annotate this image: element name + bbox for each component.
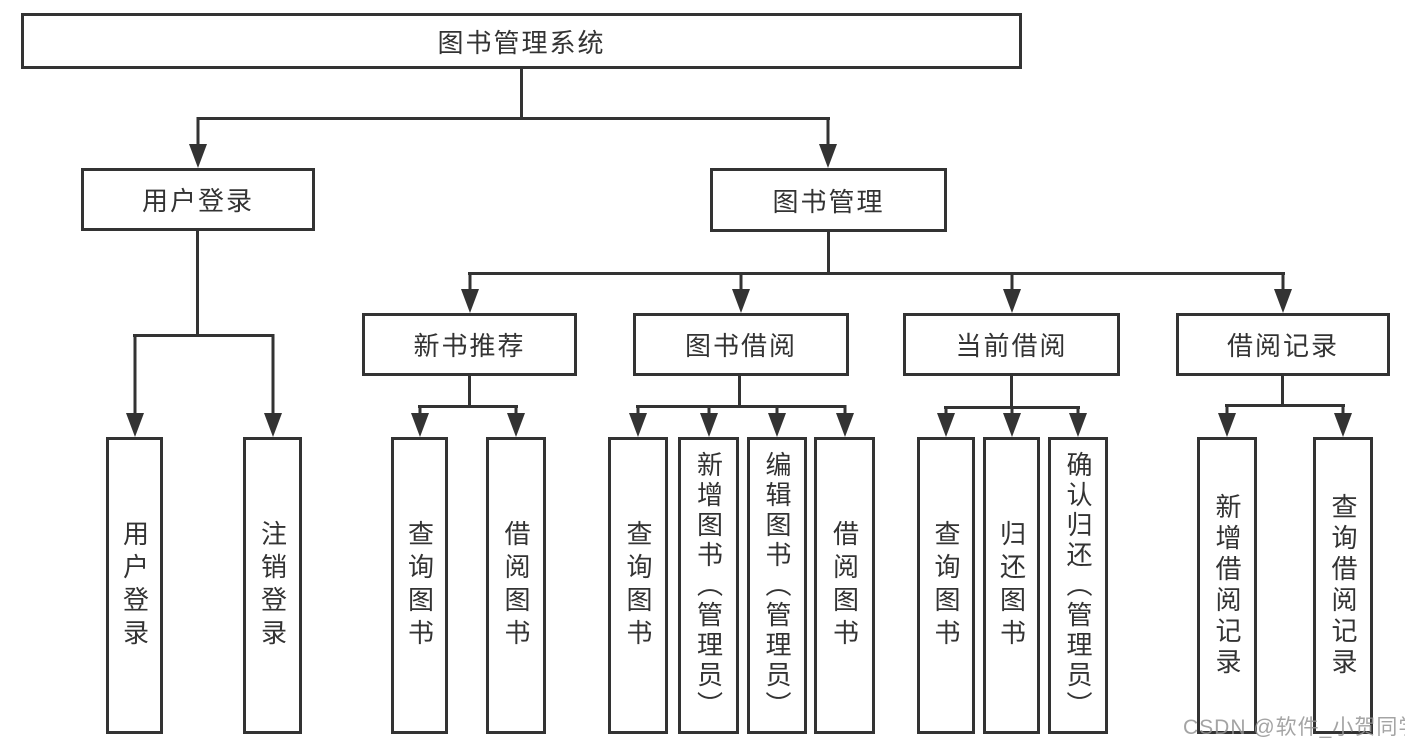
node-book-mgmt: 图书管理 — [710, 168, 947, 232]
arrow-to-book-borrow — [732, 272, 750, 313]
leaf-borrow-query-label: 查询图书 — [623, 519, 653, 652]
arrow-to-borrow-borrow — [836, 405, 854, 437]
leaf-logout: 注销登录 — [243, 437, 302, 734]
current-borrow-trunk-line — [1010, 376, 1013, 408]
leaf-current-query: 查询图书 — [917, 437, 975, 734]
borrow-records-trunk-line — [1281, 376, 1284, 406]
node-root: 图书管理系统 — [21, 13, 1022, 69]
arrow-to-borrow-records — [1274, 272, 1292, 313]
arrow-to-current-query — [937, 406, 955, 437]
leaf-current-query-label: 查询图书 — [931, 519, 961, 652]
leaf-borrow-edit-admin-label: 编辑图书（管理员） — [762, 450, 792, 721]
leaf-current-return-label: 归还图书 — [996, 519, 1027, 652]
node-user-login-label: 用户登录 — [141, 186, 254, 216]
csdn-watermark: CSDN @软件_小贺同学 — [1183, 716, 1405, 739]
leaf-borrow-borrow: 借阅图书 — [814, 437, 875, 734]
arrow-to-leaf-logout — [264, 334, 282, 437]
new-book-branch-line — [418, 405, 518, 408]
arrow-to-current-return — [1003, 406, 1021, 437]
level1-branch-line — [197, 117, 830, 120]
book-borrow-trunk-line — [738, 376, 741, 407]
arrow-to-newbooks-borrow — [507, 405, 525, 437]
node-root-label: 图书管理系统 — [437, 27, 606, 58]
arrow-to-leaf-user-login — [126, 334, 144, 437]
arrow-to-new-book-recommend — [461, 272, 479, 313]
node-book-mgmt-label: 图书管理 — [772, 186, 885, 217]
leaf-newbooks-borrow-label: 借阅图书 — [501, 519, 531, 652]
borrow-records-branch-line — [1225, 404, 1345, 407]
node-book-borrow: 图书借阅 — [633, 313, 849, 376]
node-current-borrow: 当前借阅 — [903, 313, 1120, 376]
leaf-borrow-edit-admin: 编辑图书（管理员） — [747, 437, 807, 734]
leaf-borrow-borrow-label: 借阅图书 — [829, 519, 860, 652]
leaf-records-add-label: 新增借阅记录 — [1212, 492, 1242, 679]
leaf-user-login-label: 用户登录 — [119, 519, 150, 652]
user-login-trunk-line — [196, 231, 199, 336]
leaf-newbooks-query-label: 查询图书 — [404, 519, 435, 652]
node-user-login: 用户登录 — [81, 168, 315, 231]
node-new-book-recommend: 新书推荐 — [362, 313, 577, 376]
leaf-logout-label: 注销登录 — [257, 519, 288, 652]
node-borrow-records-label: 借阅记录 — [1226, 331, 1339, 361]
leaf-current-confirm-admin-label: 确认归还（管理员） — [1063, 450, 1093, 721]
level2-branch-line — [468, 272, 1285, 275]
leaf-newbooks-query: 查询图书 — [391, 437, 448, 734]
arrow-to-borrow-add — [700, 405, 718, 437]
leaf-borrow-add-admin-label: 新增图书（管理员） — [693, 450, 724, 721]
node-book-borrow-label: 图书借阅 — [684, 331, 797, 361]
leaf-borrow-query: 查询图书 — [608, 437, 668, 734]
leaf-user-login: 用户登录 — [106, 437, 163, 734]
arrow-to-current-confirm — [1069, 406, 1087, 437]
leaf-borrow-add-admin: 新增图书（管理员） — [678, 437, 739, 734]
arrow-to-borrow-edit — [768, 405, 786, 437]
node-new-book-recommend-label: 新书推荐 — [413, 331, 526, 361]
arrow-to-user-login — [189, 117, 207, 168]
user-login-branch-line — [133, 334, 274, 337]
arrow-to-records-query — [1334, 404, 1352, 437]
arrow-to-newbooks-query — [411, 405, 429, 437]
root-trunk-line — [520, 69, 523, 119]
leaf-records-query-label: 查询借阅记录 — [1328, 492, 1358, 679]
book-mgmt-trunk-line — [827, 232, 830, 274]
leaf-current-return: 归还图书 — [983, 437, 1040, 734]
leaf-records-add: 新增借阅记录 — [1197, 437, 1257, 734]
leaf-records-query: 查询借阅记录 — [1313, 437, 1373, 734]
arrow-to-borrow-query — [629, 405, 647, 437]
arrow-to-current-borrow — [1003, 272, 1021, 313]
leaf-newbooks-borrow: 借阅图书 — [486, 437, 546, 734]
leaf-current-confirm-admin: 确认归还（管理员） — [1048, 437, 1108, 734]
arrow-to-records-add — [1218, 404, 1236, 437]
arrow-to-book-mgmt — [819, 117, 837, 168]
node-current-borrow-label: 当前借阅 — [955, 331, 1068, 361]
node-borrow-records: 借阅记录 — [1176, 313, 1390, 376]
book-borrow-branch-line — [636, 405, 846, 408]
new-book-trunk-line — [468, 376, 471, 407]
